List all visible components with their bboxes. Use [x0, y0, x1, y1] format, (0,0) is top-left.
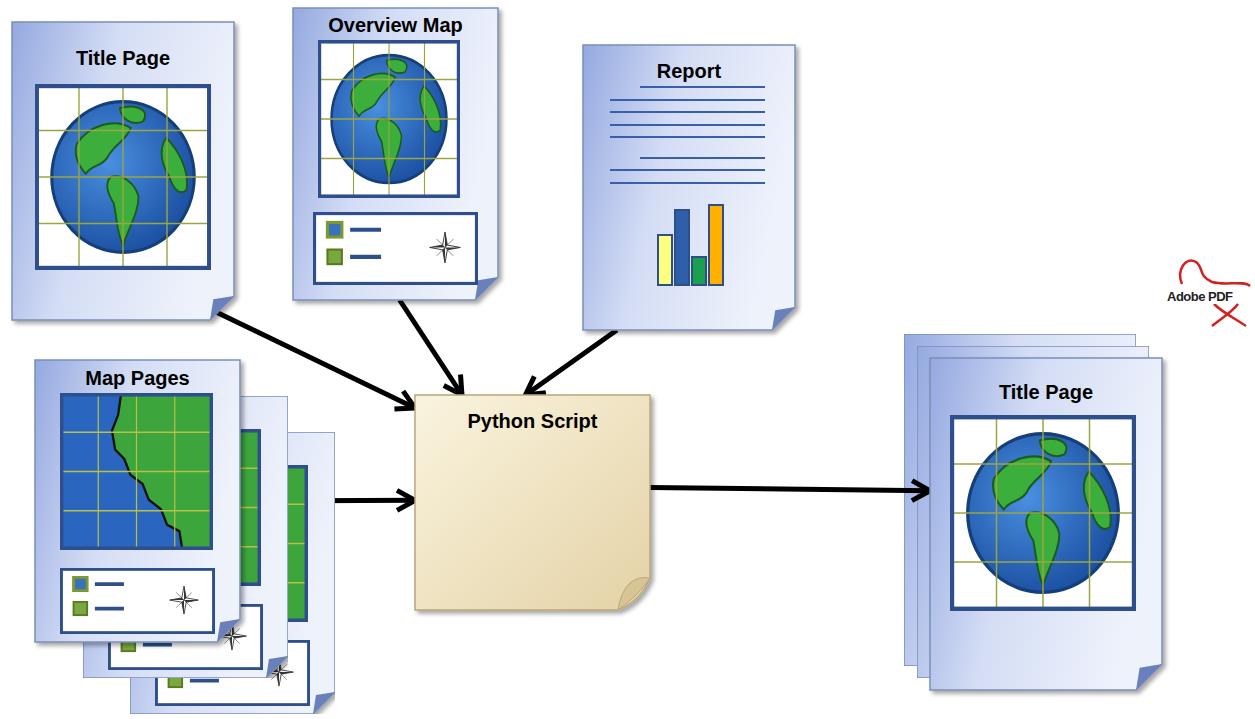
report-page: Report — [583, 45, 795, 330]
node-heading: Map Pages — [35, 366, 240, 390]
sheet-curl — [618, 578, 650, 610]
node-heading: Title Page — [12, 46, 234, 70]
map-page-art — [35, 360, 240, 642]
use-part — [315, 214, 477, 284]
page-fold — [210, 296, 234, 320]
use-part — [61, 569, 213, 632]
report-art — [583, 45, 795, 330]
overview-map-art — [293, 8, 498, 300]
rect-part — [692, 257, 706, 285]
page-fold — [217, 619, 240, 642]
rect-part — [658, 235, 672, 285]
page-body — [930, 358, 1162, 690]
path-part — [1180, 261, 1250, 286]
page-body — [12, 22, 234, 320]
logo-label: Adobe PDF — [1166, 289, 1234, 304]
flow-arrow — [525, 330, 616, 395]
flow-arrow — [400, 300, 462, 395]
use-part — [35, 84, 211, 270]
rect-part — [709, 205, 723, 285]
path-part — [610, 87, 765, 183]
flow-arrow — [650, 487, 930, 490]
rect-part — [675, 210, 689, 285]
use-part — [950, 415, 1136, 611]
page-fold — [772, 307, 795, 330]
python-script: Python Script — [415, 395, 650, 610]
script-sheet — [415, 395, 650, 610]
flow-arrow — [214, 311, 415, 408]
page-body — [293, 8, 498, 300]
page-body — [35, 360, 240, 642]
path-part — [1212, 304, 1246, 326]
overview-map-page: Overview Map — [293, 8, 498, 300]
map-page: Map Pages — [35, 360, 240, 642]
page-fold — [475, 277, 498, 300]
use-part — [318, 40, 460, 198]
g-part — [610, 87, 765, 183]
output-globe — [930, 358, 1162, 690]
page-fold — [1136, 664, 1162, 690]
node-heading: Overview Map — [293, 13, 498, 37]
output-pdf-page: Title Page — [930, 358, 1162, 690]
node-heading: Report — [583, 59, 795, 83]
page-body — [583, 45, 795, 330]
title-page: Title Page — [12, 22, 234, 320]
node-heading: Python Script — [415, 409, 650, 433]
node-heading: Title Page — [930, 380, 1162, 404]
use-part — [60, 393, 213, 550]
